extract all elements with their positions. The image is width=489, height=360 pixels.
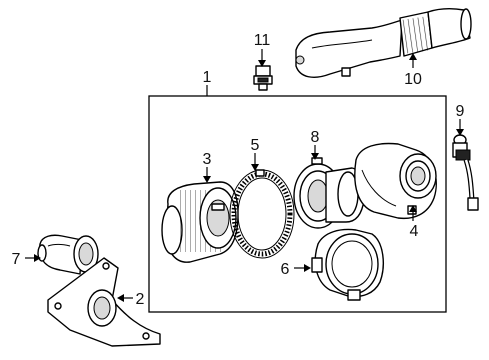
part-10-intake-duct	[295, 7, 472, 78]
callout-4: 4	[410, 223, 419, 240]
callout-10: 10	[404, 71, 422, 88]
part-8-mass-airflow-housing	[293, 157, 366, 229]
callout-11: 11	[254, 32, 271, 49]
callout-6: 6	[281, 261, 290, 278]
callout-9: 9	[456, 103, 465, 120]
callout-5: 5	[251, 137, 260, 154]
part-9-vacuum-hose	[452, 134, 479, 211]
part-6-housing-cover	[311, 228, 384, 301]
part-7-intake-tube	[37, 234, 99, 275]
callout-1: 1	[203, 69, 212, 86]
assembly-frame	[148, 95, 447, 313]
part-5-seal-ring	[229, 169, 295, 259]
part-3-air-filter	[161, 181, 239, 263]
part-4-air-cleaner-housing	[354, 142, 437, 220]
callout-7: 7	[12, 251, 21, 268]
leader-lines	[25, 49, 464, 302]
part-2-mounting-bracket	[47, 257, 161, 347]
callout-3: 3	[203, 151, 212, 168]
callout-8: 8	[311, 129, 320, 146]
callout-2: 2	[136, 291, 145, 308]
part-11-sensor	[253, 65, 273, 91]
